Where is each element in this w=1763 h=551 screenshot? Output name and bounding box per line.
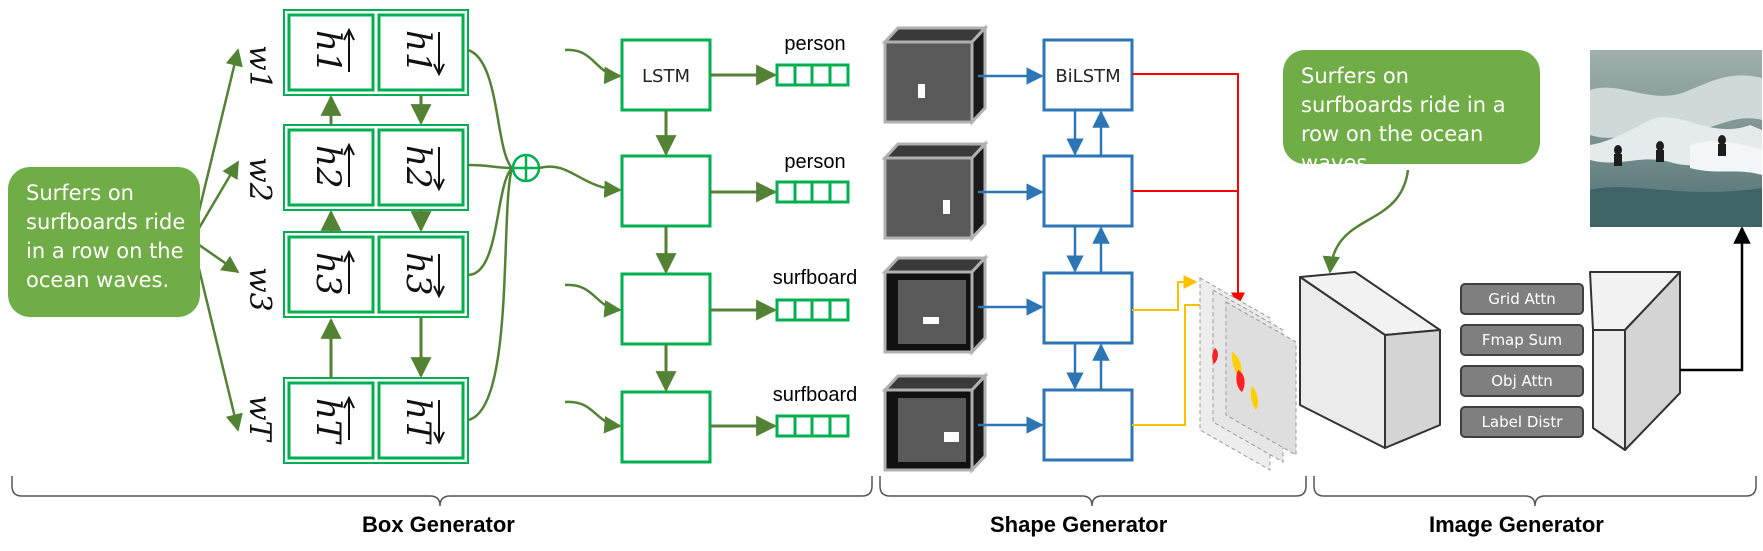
encoder-rows: [283, 9, 469, 464]
word-label: wT: [242, 395, 277, 443]
box-cube: [881, 254, 989, 356]
encoder-to-sum-curves: [467, 48, 514, 422]
word-label: w1: [242, 45, 277, 90]
feature-volume: [1299, 271, 1441, 449]
generated-image: [1590, 50, 1762, 227]
label-distr-module: Label Distr: [1460, 406, 1584, 438]
obj-attn-module: Obj Attn: [1460, 365, 1584, 397]
box-generator-label: Box Generator: [362, 512, 515, 537]
decoder-input-arrows: [564, 48, 622, 434]
shape-bilstm-cells: [1042, 38, 1134, 462]
h-backward-label: hT: [398, 398, 438, 445]
h-backward-label: h2: [398, 145, 438, 189]
h-forward-label: h1: [308, 30, 348, 74]
encoder-recurrence-arrows: [320, 94, 432, 379]
h-backward-label: h3: [398, 252, 438, 296]
output-label: surfboard: [773, 267, 858, 289]
bilstm-label: BiLSTM: [1055, 66, 1120, 87]
output-vectors: [775, 63, 850, 438]
word-label: w2: [242, 157, 277, 202]
caption-to-image-arrow: [1322, 169, 1410, 274]
hidden-state-labels: h1 h1 h2 h2 h3 h3 hT hT: [308, 30, 438, 445]
feature-volume: [1589, 271, 1681, 451]
h-forward-label: hT: [308, 398, 348, 445]
decoder-output-arrows: [710, 64, 778, 437]
volume-to-image-arrow: [1680, 226, 1751, 372]
surfers-image-illustration: [1590, 50, 1762, 227]
fmap-sum-module: Fmap Sum: [1460, 324, 1584, 356]
sum-to-decoder-arrow: [538, 165, 622, 198]
right-caption-bubble: Surfers on surfboards ride in a row on t…: [1283, 50, 1540, 175]
word-labels: w1 w2 w3 wT: [242, 45, 277, 443]
h-forward-label: h3: [308, 252, 348, 296]
cube-to-bilstm-arrows: [978, 67, 1044, 434]
section-braces: [11, 476, 1757, 507]
right-caption-text: Surfers on surfboards ride in a row on t…: [1301, 64, 1506, 175]
sum-node: [511, 153, 541, 183]
h-backward-label: h1: [398, 30, 438, 74]
box-cube: [881, 372, 989, 474]
mask-stack: [1199, 277, 1297, 471]
output-label: person: [784, 33, 845, 55]
box-cube: [881, 140, 989, 242]
h-forward-label: h2: [308, 145, 348, 189]
image-generator-label: Image Generator: [1429, 512, 1604, 537]
output-label: person: [784, 151, 845, 173]
shape-generator-label: Shape Generator: [990, 512, 1168, 537]
left-caption-text: Surfers on surfboards ride in a row on t…: [26, 181, 186, 292]
box-cube: [881, 24, 989, 126]
output-label: surfboard: [773, 384, 858, 406]
word-label: w3: [242, 267, 277, 312]
direction-arrows: [343, 27, 445, 445]
grid-attn-module: Grid Attn: [1460, 283, 1584, 315]
bilstm-recurrence-arrows: [1066, 110, 1110, 390]
left-caption-bubble: Surfers on surfboards ride in a row on t…: [8, 167, 200, 317]
decoder-lstm-label: LSTM: [642, 66, 690, 87]
